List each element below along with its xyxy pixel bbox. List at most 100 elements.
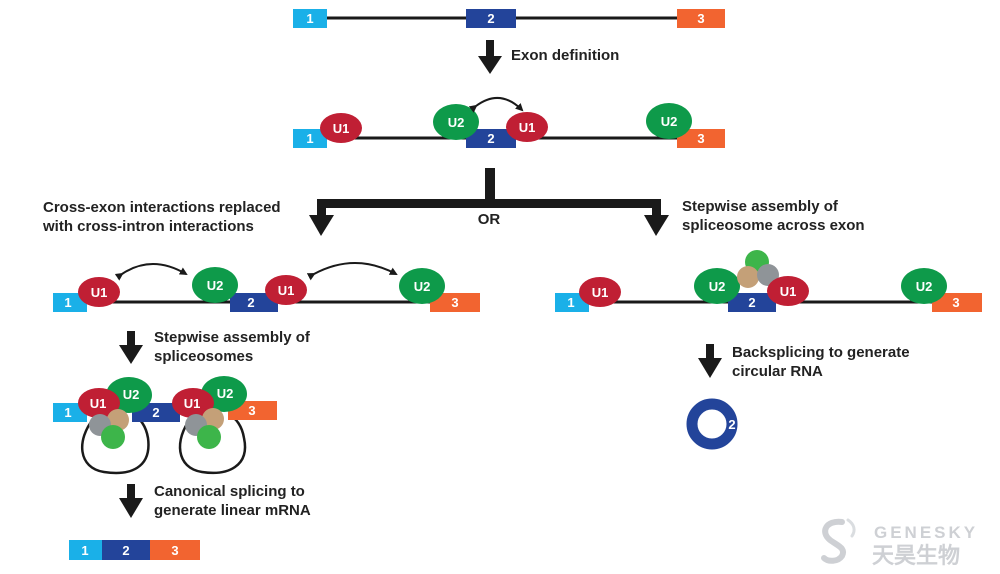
exon-3: 3: [677, 129, 725, 148]
u1-snrnp: U1: [579, 277, 621, 307]
exon-1-label: 1: [306, 11, 313, 26]
exon-1: 1: [53, 403, 87, 422]
u1-snrnp: U1: [78, 388, 120, 418]
exon-3: 3: [430, 293, 480, 312]
u1-label: U1: [780, 284, 797, 299]
exon-3: 3: [932, 293, 982, 312]
caption-backsplicing-2: circular RNA: [732, 363, 823, 380]
exon-3-label: 3: [451, 295, 458, 310]
exon-2: 2: [466, 9, 516, 28]
exon-2-label: 2: [122, 543, 129, 558]
u2-label: U2: [916, 279, 933, 294]
factor-tan: [202, 408, 224, 430]
caption-canonical-1: Canonical splicing to: [154, 483, 305, 500]
u2-label: U2: [207, 278, 224, 293]
exon-3: 3: [677, 9, 725, 28]
u1-label: U1: [333, 121, 350, 136]
u2-label: U2: [414, 279, 431, 294]
spliceosome-factors: [89, 409, 129, 449]
exon-2-label: 2: [152, 405, 159, 420]
u2-snrnp: U2: [433, 104, 479, 140]
exon-2: 2: [102, 540, 150, 560]
or-label: OR: [478, 211, 501, 228]
u2-snrnp: U2: [901, 268, 947, 304]
u1-label: U1: [90, 396, 107, 411]
u1-snrnp: U1: [767, 276, 809, 306]
u1-snrnp: U1: [78, 277, 120, 307]
caption-cross-exon-2: with cross-intron interactions: [42, 218, 254, 235]
step-arrow-canonical-splicing: [119, 484, 143, 518]
genesky-logo-icon: [821, 518, 856, 564]
caption-backsplicing-1: Backsplicing to generate: [732, 344, 910, 361]
exon-2-label: 2: [487, 11, 494, 26]
exon-2: 2: [728, 293, 776, 312]
caption-stepwise-spliceosomes-1: Stepwise assembly of: [154, 329, 311, 346]
circular-exon-2: [686, 398, 738, 450]
u1-label: U1: [519, 120, 536, 135]
exon-2-label: 2: [487, 131, 494, 146]
u1-label: U1: [184, 396, 201, 411]
cross-exon-interaction-arrow: [468, 97, 524, 113]
exon-3: 3: [150, 540, 200, 560]
watermark-brand-cn: 天昊生物: [872, 543, 960, 568]
u2-label: U2: [661, 114, 678, 129]
exon-3-label: 3: [171, 543, 178, 558]
caption-cross-exon-1: Cross-exon interactions replaced: [43, 199, 281, 216]
exon-2-label: 2: [748, 295, 755, 310]
pre-mrna: 1 2 3: [293, 9, 725, 28]
factor-green: [197, 425, 221, 449]
exon-3-label: 3: [952, 295, 959, 310]
branch-connector: [309, 168, 669, 236]
exon-1-label: 1: [64, 405, 71, 420]
exon-3-label: 3: [248, 403, 255, 418]
exon-2: 2: [230, 293, 278, 312]
step-arrow-backsplicing: [698, 344, 722, 378]
watermark-brand: GENESKY: [874, 523, 978, 542]
exon-1-label: 1: [567, 295, 574, 310]
u2-label: U2: [709, 279, 726, 294]
u1-snrnp: U1: [506, 112, 548, 142]
caption-canonical-2: generate linear mRNA: [154, 502, 311, 519]
exon-1: 1: [555, 293, 589, 312]
caption-stepwise-spliceosomes-2: spliceosomes: [154, 348, 253, 365]
u1-label: U1: [592, 285, 609, 300]
u2-snrnp: U2: [646, 103, 692, 139]
caption-exon-definition: Exon definition: [511, 47, 619, 64]
u1-label: U1: [91, 285, 108, 300]
caption-stepwise-exon-2: spliceosome across exon: [682, 217, 865, 234]
watermark: GENESKY 天昊生物: [821, 518, 978, 568]
u2-snrnp: U2: [694, 268, 740, 304]
exon-1-label: 1: [306, 131, 313, 146]
exon-1: 1: [69, 540, 102, 560]
cross-intron-interaction-arrow: [306, 262, 398, 281]
exon-definition-complex: 1 2 3 U1 U2 U1 U2: [293, 97, 725, 148]
spliceosome-factors: [185, 408, 224, 449]
across-exon-complex: 1 2 3 U1 U2 U1 U2: [555, 250, 982, 312]
u1-snrnp: U1: [172, 388, 214, 418]
factor-tan: [737, 266, 759, 288]
u2-snrnp: U2: [399, 268, 445, 304]
exon-1: 1: [53, 293, 87, 312]
exon-1-label: 1: [81, 543, 88, 558]
u1-label: U1: [278, 283, 295, 298]
exon-3-label: 3: [697, 11, 704, 26]
u2-snrnp: U2: [192, 267, 238, 303]
exon-2: 2: [466, 129, 516, 148]
u2-label: U2: [123, 387, 140, 402]
u2-label: U2: [217, 386, 234, 401]
exon-1: 1: [293, 9, 327, 28]
exon-1: 1: [293, 129, 327, 148]
exon-3-label: 3: [697, 131, 704, 146]
exon-2-label: 2: [247, 295, 254, 310]
step-arrow-exon-definition: [478, 40, 502, 74]
exon-1-label: 1: [64, 295, 71, 310]
circular-rna: 2: [686, 398, 738, 450]
intron-lariat: [81, 414, 150, 475]
cross-intron-interaction-arrow: [114, 263, 188, 281]
caption-stepwise-exon-1: Stepwise assembly of: [682, 198, 839, 215]
circular-exon-2-label: 2: [728, 417, 735, 432]
cross-intron-complex: 1 2 3 U1 U2 U1 U2: [53, 262, 480, 312]
factor-green: [101, 425, 125, 449]
step-arrow-stepwise-spliceosomes: [119, 331, 143, 364]
spliceosome-assembly: 1 2 3 U2 U1 U2 U1: [53, 376, 277, 475]
